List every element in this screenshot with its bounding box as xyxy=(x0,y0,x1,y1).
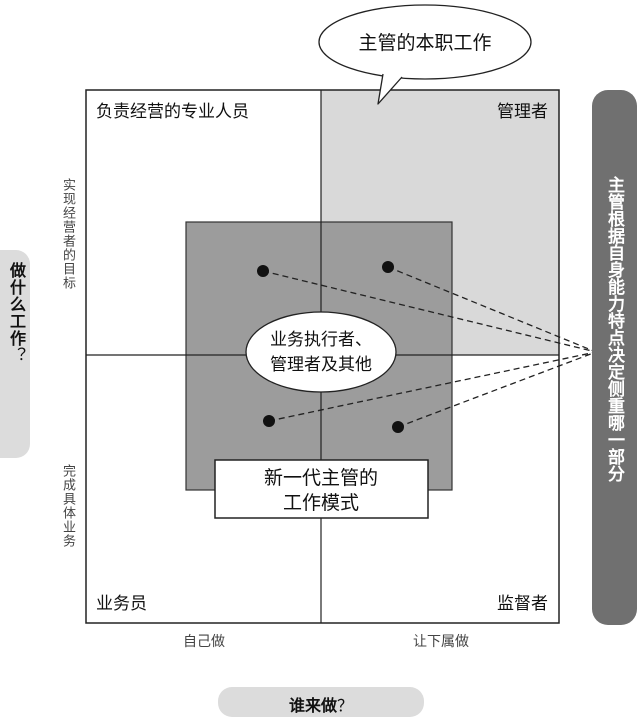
center-ellipse-line2: 管理者及其他 xyxy=(270,355,372,375)
new-model-box xyxy=(214,459,429,519)
outer-frame xyxy=(85,89,560,624)
left-question-main: 做什么工作 xyxy=(7,262,26,347)
x-axis-right-label: 让下属做 xyxy=(413,634,469,650)
new-model-line1: 新一代主管的 xyxy=(264,467,378,489)
center-ellipse-line1: 业务执行者、 xyxy=(270,330,372,350)
dot-top-left xyxy=(257,265,269,277)
bottom-question-main: 谁来做 xyxy=(288,696,337,715)
dot-bottom-left xyxy=(263,415,275,427)
connector-3 xyxy=(268,351,597,422)
bottom-question-text: 谁来做？ xyxy=(218,692,424,716)
dashed-connectors xyxy=(262,266,597,428)
right-label-text: 主管根据自身能力特点决定侧重哪一部分 xyxy=(604,176,624,482)
y-axis-bottom-label: 完成具体业务 xyxy=(60,464,75,548)
left-question-mark: ？ xyxy=(7,347,26,364)
connector-4 xyxy=(397,351,597,428)
quadrant-bottom-right-label: 监督者 xyxy=(497,594,548,614)
new-model-line2: 工作模式 xyxy=(283,492,359,514)
quadrant-top-left-label: 负责经营的专业人员 xyxy=(96,102,249,122)
connector-1 xyxy=(262,270,597,353)
bubble-text: 主管的本职工作 xyxy=(358,32,491,54)
y-axis-top-label: 实现经营者的目标 xyxy=(60,178,75,290)
x-axis-left-label: 自己做 xyxy=(183,634,225,650)
left-question-pill xyxy=(0,250,30,458)
dot-top-right xyxy=(382,261,394,273)
left-question-text: 做什么工作？ xyxy=(4,262,28,364)
quadrant-top-right-label: 管理者 xyxy=(497,102,548,122)
connector-2 xyxy=(387,266,597,353)
speech-bubble xyxy=(318,4,532,105)
bottom-question-pill xyxy=(218,687,424,717)
quadrant-bottom-left-label: 业务员 xyxy=(96,594,147,614)
dot-bottom-right xyxy=(392,421,404,433)
bottom-question-mark: ？ xyxy=(337,696,354,715)
right-label-pill xyxy=(592,90,637,625)
center-ellipse xyxy=(245,311,397,393)
